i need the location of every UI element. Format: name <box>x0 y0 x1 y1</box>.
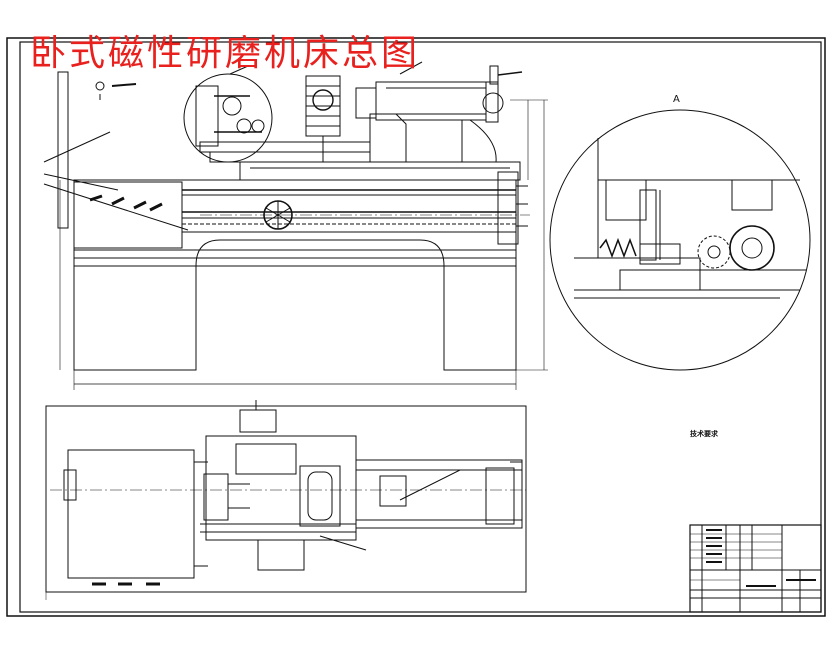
detail-circle-a <box>183 73 273 163</box>
headstock-column <box>369 113 407 162</box>
top-view <box>45 400 527 600</box>
title-block-frame <box>689 524 822 613</box>
sheet-inner-border <box>19 41 822 613</box>
guard-plate <box>57 71 69 229</box>
work-table <box>199 141 371 153</box>
top-view-drum <box>67 449 195 579</box>
detail-view-a <box>549 109 811 371</box>
detail-spring <box>599 237 637 259</box>
front-view <box>43 61 548 390</box>
detail-a-boundary <box>549 109 811 371</box>
detail-label: A <box>673 94 680 105</box>
base-right-leg <box>443 265 517 371</box>
base-left-leg <box>73 265 197 371</box>
technical-requirements-heading: 技术要求 <box>690 430 718 438</box>
drawing-title: 卧式磁性研磨机床总图 <box>30 33 421 74</box>
top-view-outline <box>45 405 527 593</box>
sheet-outer-border <box>6 37 826 617</box>
title-block <box>689 524 822 613</box>
detail-roller <box>729 225 775 271</box>
